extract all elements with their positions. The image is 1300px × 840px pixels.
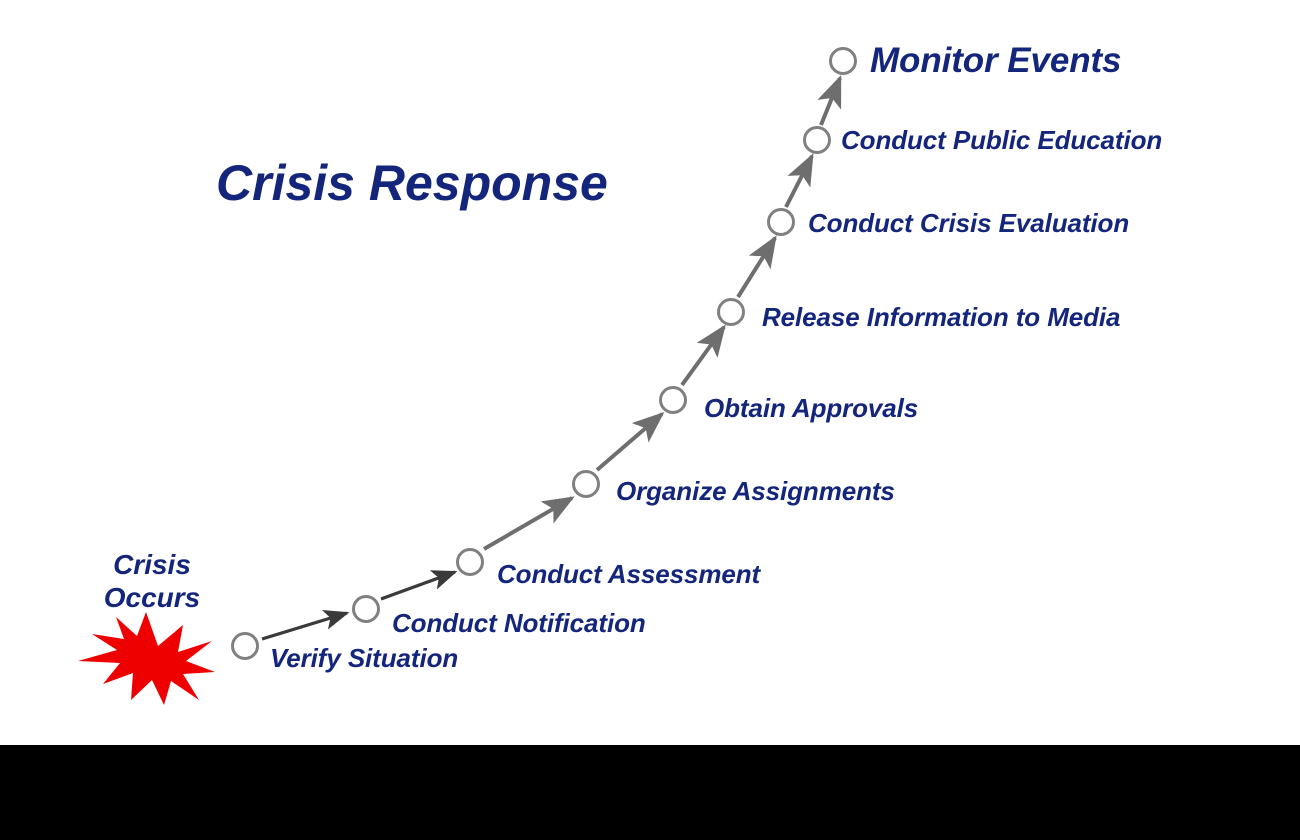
step-label-release-information-to-media: Release Information to Media bbox=[762, 302, 1121, 332]
step-nodes bbox=[231, 47, 857, 660]
step-node bbox=[456, 548, 484, 576]
crisis-occurs-label: Crisis Occurs bbox=[78, 548, 226, 614]
step-label-verify-situation: Verify Situation bbox=[270, 643, 459, 673]
step-label-conduct-crisis-evaluation: Conduct Crisis Evaluation bbox=[808, 208, 1130, 238]
diagram-canvas: Crisis Response Crisis Occurs Verify Sit… bbox=[78, 41, 1163, 705]
crisis-occurs-line-1: Crisis bbox=[113, 549, 191, 580]
step-label-conduct-notification: Conduct Notification bbox=[392, 608, 646, 638]
step-node bbox=[829, 47, 857, 75]
step-node bbox=[231, 632, 259, 660]
step-node bbox=[767, 208, 795, 236]
step-node bbox=[352, 595, 380, 623]
step-label-monitor-events: Monitor Events bbox=[870, 41, 1122, 80]
starburst-icon bbox=[78, 612, 215, 705]
connector-arrows bbox=[261, 75, 842, 641]
step-label-conduct-assessment: Conduct Assessment bbox=[497, 559, 761, 589]
step-label-obtain-approvals: Obtain Approvals bbox=[704, 393, 919, 423]
step-label-organize-assignments: Organize Assignments bbox=[616, 476, 895, 506]
step-node bbox=[659, 386, 687, 414]
diagram-title: Crisis Response bbox=[216, 155, 608, 211]
diagram-graphics bbox=[78, 47, 857, 705]
step-node bbox=[717, 298, 745, 326]
step-node bbox=[572, 470, 600, 498]
step-node bbox=[803, 126, 831, 154]
crisis-occurs-line-2: Occurs bbox=[103, 582, 201, 614]
footer-watermark-bar: alamy Image ID: 2AGF1WR www.alamy.com bbox=[0, 745, 1300, 840]
step-label-conduct-public-education: Conduct Public Education bbox=[841, 125, 1163, 155]
